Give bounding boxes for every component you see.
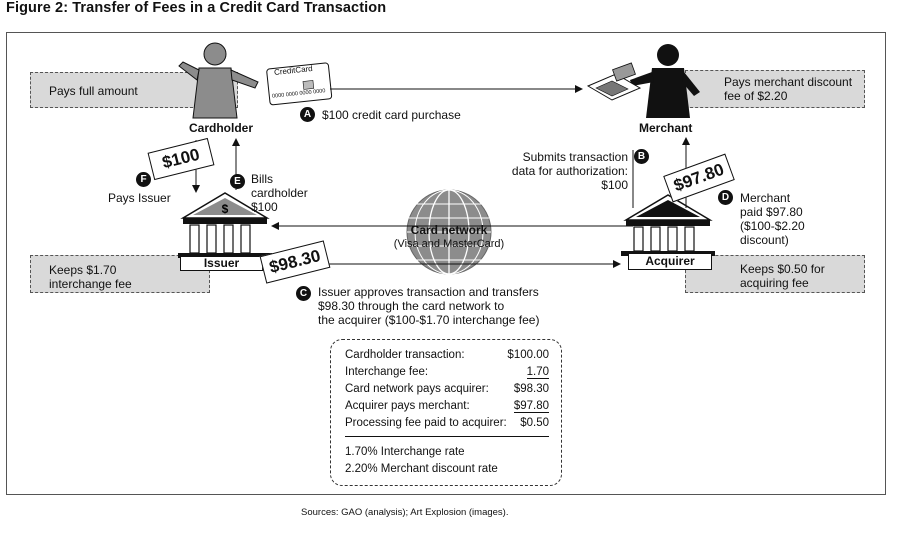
summary-label-3: Card network pays acquirer:: [345, 383, 489, 395]
card-terminal-icon: [586, 62, 642, 101]
step-e-badge: E: [230, 174, 245, 189]
step-d-text: Merchant paid $97.80 ($100-$2.20 discoun…: [740, 191, 805, 247]
step-c-line2: $98.30 through the card network to: [318, 299, 505, 313]
summary-row-1: Cardholder transaction: $100.00: [345, 349, 549, 364]
step-f-badge: F: [136, 172, 151, 187]
summary-value-1: $100.00: [507, 349, 549, 361]
summary-row-5: Processing fee paid to acquirer: $0.50: [345, 417, 549, 432]
acquirer-info-line2: acquiring fee: [740, 276, 809, 290]
issuer-label: Issuer: [180, 256, 263, 271]
credit-card-icon: [266, 62, 333, 106]
step-d-line2: paid $97.80: [740, 205, 803, 219]
issuer-bank-icon: $: [178, 192, 272, 258]
fee-summary-box: Cardholder transaction: $100.00 Intercha…: [330, 339, 562, 486]
step-c-line1: Issuer approves transaction and transfer…: [318, 285, 539, 299]
issuer-info-line2: interchange fee: [49, 277, 132, 291]
step-d-line4: discount): [740, 233, 789, 247]
step-b-line2: data for authorization:: [511, 164, 628, 178]
cardholder-person-icon: [178, 42, 259, 119]
card-network-label: Card network: [410, 223, 488, 237]
cardholder-info-text: Pays full amount: [49, 84, 138, 98]
merchant-person-icon: [630, 44, 700, 118]
summary-label-2: Interchange fee:: [345, 366, 429, 378]
summary-row-2: Interchange fee: 1.70: [345, 366, 549, 381]
summary-row-3: Card network pays acquirer: $98.30: [345, 383, 549, 398]
step-f-text: Pays Issuer: [108, 191, 171, 205]
summary-label-5: Processing fee paid to acquirer:: [345, 417, 507, 429]
step-a-badge: A: [300, 107, 315, 122]
summary-row-4: Acquirer pays merchant: $97.80: [345, 400, 549, 415]
merchant-label: Merchant: [639, 121, 693, 135]
diagram-frame: [6, 32, 886, 495]
figure-source: Sources: GAO (analysis); Art Explosion (…: [301, 507, 509, 518]
step-b-text: Submits transaction data for authorizati…: [500, 150, 628, 192]
acquirer-label: Acquirer: [628, 253, 712, 270]
step-c-badge: C: [296, 286, 311, 301]
summary-divider: [345, 436, 549, 437]
step-c-line3: the acquirer ($100-$1.70 interchange fee…: [318, 313, 540, 327]
step-b-badge: B: [634, 149, 649, 164]
card-network-globe-icon: [406, 189, 492, 275]
step-b-line3: $100: [601, 178, 628, 192]
step-d-line3: ($100-$2.20: [740, 219, 805, 233]
step-e-line2: cardholder: [251, 186, 308, 200]
summary-value-4: $97.80: [513, 400, 549, 413]
merchant-info-box: Pays merchant discount fee of $2.20: [685, 70, 865, 108]
svg-text:$: $: [222, 202, 229, 216]
step-a-text: $100 credit card purchase: [322, 108, 461, 122]
step-d-line1: Merchant: [740, 191, 791, 205]
summary-label-4: Acquirer pays merchant:: [345, 400, 470, 412]
acquirer-info-line1: Keeps $0.50 for: [740, 262, 825, 276]
card-network-sublabel: (Visa and MasterCard): [393, 238, 505, 250]
summary-rate-1: 1.70% Interchange rate: [345, 446, 465, 458]
issuer-info-line1: Keeps $1.70: [49, 263, 117, 277]
step-e-text: Bills cardholder $100: [251, 172, 308, 214]
summary-value-5: $0.50: [520, 417, 549, 429]
acquirer-bank-icon: [621, 194, 715, 256]
summary-value-3: $98.30: [513, 383, 549, 395]
step-d-badge: D: [718, 190, 733, 205]
summary-value-2: 1.70: [526, 366, 549, 379]
step-b-line1: Submits transaction: [522, 150, 628, 164]
cardholder-label: Cardholder: [189, 121, 254, 135]
merchant-info-line1: Pays merchant discount: [724, 75, 853, 89]
acquirer-info-box: Keeps $0.50 for acquiring fee: [685, 255, 865, 293]
summary-label-1: Cardholder transaction:: [345, 349, 465, 361]
step-e-line3: $100: [251, 200, 278, 214]
step-c-text: Issuer approves transaction and transfer…: [318, 285, 539, 327]
step-e-line1: Bills: [251, 172, 274, 186]
merchant-info-line2: fee of $2.20: [724, 89, 788, 103]
figure-title: Figure 2: Transfer of Fees in a Credit C…: [6, 0, 387, 16]
summary-rate-2: 2.20% Merchant discount rate: [345, 463, 498, 475]
